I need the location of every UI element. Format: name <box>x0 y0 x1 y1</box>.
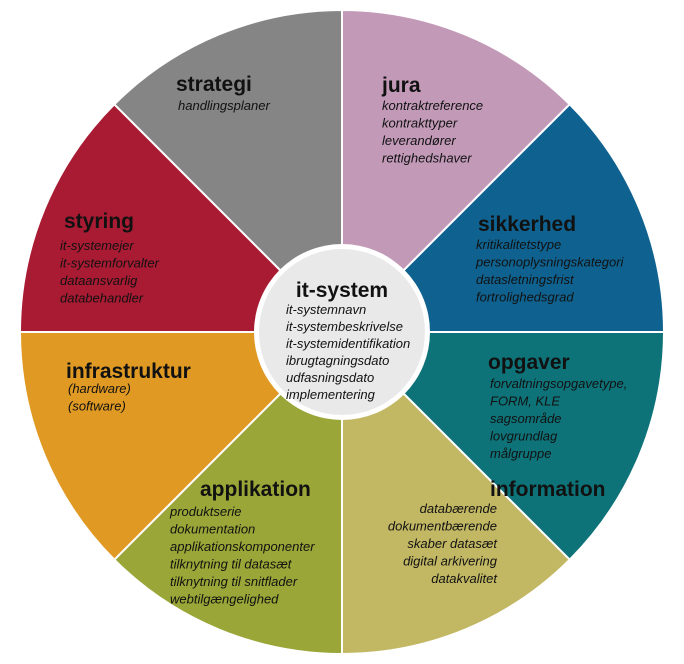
segment-opgaver-labels: opgaver forvaltningsopgavetype, FORM, KLE s… <box>488 351 627 461</box>
segment-applikation-title: applikation <box>200 478 311 501</box>
segment-infrastruktur <box>18 102 345 333</box>
segment-strategi-title: strategi <box>176 73 252 96</box>
center-item: it-systembeskrivelse <box>286 319 403 334</box>
segment-information <box>112 329 343 656</box>
segment-sikkerhed-title: sikkerhed <box>478 213 576 236</box>
segment-strategi-item: handlingsplaner <box>178 98 270 113</box>
segment-opgaver-item: FORM, KLE <box>490 394 560 409</box>
center-item: it-systemidentifikation <box>286 336 410 351</box>
center-item: ibrugtagningsdato <box>286 353 389 368</box>
segment-styring-title: styring <box>64 210 134 233</box>
segment-opgaver-item: sagsområde <box>490 411 562 426</box>
segment-styring-item: it-systemejer <box>60 238 134 253</box>
segment-applikation <box>18 331 345 562</box>
center-item: it-systemnavn <box>286 302 366 317</box>
segment-information-item: skaber datasæt <box>407 536 498 551</box>
center-hub <box>259 249 425 415</box>
segment-jura-title: jura <box>381 74 421 97</box>
segment-sikkerhed-item: personoplysningskategori <box>475 255 625 270</box>
segment-jura-item: leverandører <box>382 133 456 148</box>
segment-applikation-item: webtilgængelighed <box>170 592 279 607</box>
segment-applikation-item: dokumentation <box>170 522 255 537</box>
center-item: implementering <box>286 387 376 402</box>
segment-information-item: datakvalitet <box>431 571 498 586</box>
segment-jura-item: rettighedshaver <box>382 151 472 166</box>
segment-styring-item: databehandler <box>60 291 144 306</box>
segment-applikation-item: applikationskomponenter <box>170 539 315 554</box>
segment-opgaver-item: lovgrundlag <box>490 429 558 444</box>
segment-applikation-item: tilknytning til snitflader <box>170 574 298 589</box>
center-item: udfasningsdato <box>286 370 374 385</box>
segment-strategi <box>341 8 572 335</box>
segment-jura-item: kontraktreference <box>382 98 483 113</box>
segment-opgaver-item: forvaltningsopgavetype, <box>490 376 627 391</box>
segment-sikkerhed-item: fortrolighedsgrad <box>476 290 574 305</box>
segment-infrastruktur-labels: infrastruktur(hardware) (software) <box>66 360 191 414</box>
segment-information-item: databærende <box>420 501 497 516</box>
segment-sikkerhed <box>339 331 666 562</box>
segment-applikation-item: tilknytning til datasæt <box>170 557 293 572</box>
segment-information-item: dokumentbærende <box>388 519 497 534</box>
segment-jura <box>339 102 666 333</box>
segment-opgaver-title: opgaver <box>488 351 570 374</box>
center-title: it-system <box>296 279 388 302</box>
segment-applikation-item: produktserie <box>169 504 242 519</box>
segment-opgaver-item: målgruppe <box>490 446 551 461</box>
segment-styring-item: dataansvarlig <box>60 273 138 288</box>
segment-applikation-labels: applikation produktserie dokumentation appl… <box>169 478 315 607</box>
segment-sikkerhed-item: datasletningsfrist <box>476 272 575 287</box>
segment-styring-labels: styring it-systemejer it-systemforvalter da… <box>60 210 160 306</box>
segment-infrastruktur-title: infrastruktur <box>66 360 191 383</box>
segment-information-item: digital arkivering <box>403 554 498 569</box>
segment-jura-item: kontrakttyper <box>382 116 458 131</box>
segment-sikkerhed-item: kritikalitetstype <box>476 237 561 252</box>
segment-infrastruktur-item: (hardware) <box>68 381 131 396</box>
segment-infrastruktur-item: (software) <box>68 399 126 414</box>
segment-styring-item: it-systemforvalter <box>60 256 160 271</box>
segment-information-title: information <box>490 478 606 501</box>
segment-styring <box>112 8 343 335</box>
segment-opgaver <box>341 329 572 656</box>
segment-strategi-labels: strategi handlingsplaner <box>176 73 270 113</box>
